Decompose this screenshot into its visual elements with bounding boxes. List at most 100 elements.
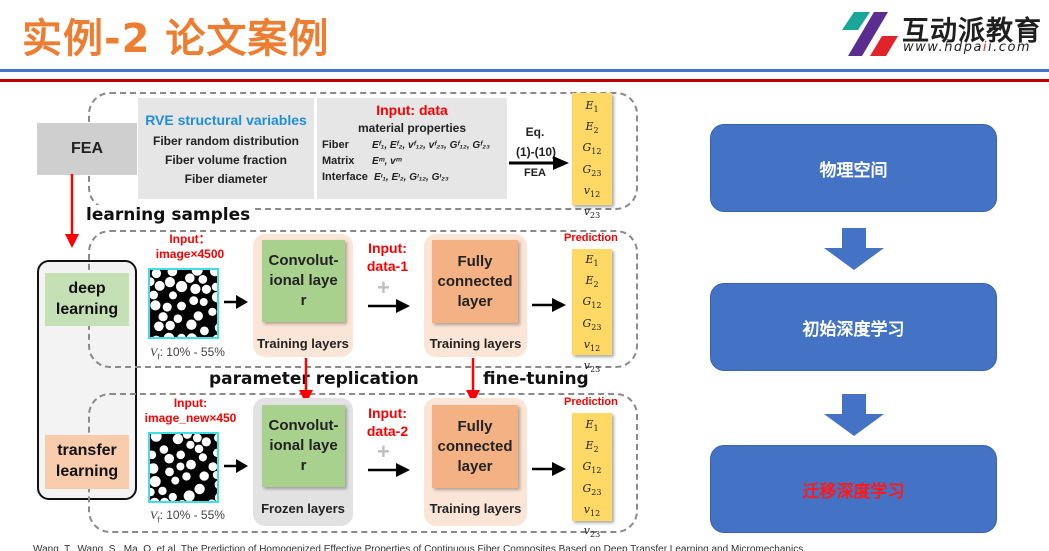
fiber-circle [159, 445, 169, 454]
dl-microstructure-image [148, 268, 219, 339]
fiber-circle [165, 320, 175, 331]
fiber-circle [150, 300, 161, 311]
fiber-pattern-icon [150, 270, 217, 337]
output-g23: G23 [582, 481, 602, 497]
rve-item: Fiber diameter [184, 172, 268, 186]
tl-fc-layer: Fully connected layer [432, 405, 518, 488]
fine-tuning-label: fine-tuning [481, 369, 591, 389]
tl-data-label: Input: data-2 [366, 405, 409, 439]
output-v12: v12 [583, 502, 601, 518]
rve-item: Fiber random distribution [153, 134, 299, 148]
fea-arrow-icon [509, 156, 569, 170]
fiber-circle [214, 480, 217, 489]
fiber-circle [150, 290, 158, 300]
learning-samples-label: learning samples [84, 205, 253, 225]
fiber-circle [160, 497, 169, 501]
tl-arrow-icon [224, 459, 248, 473]
fiber-circle [208, 462, 217, 471]
rve-title: RVE structural variables [145, 112, 307, 128]
fiber-circle [163, 332, 175, 337]
fiber-circle [194, 483, 205, 495]
fiber-circle [210, 270, 217, 277]
fiber-circle [214, 434, 217, 442]
fiber-circle [193, 311, 203, 321]
output-g12: G12 [582, 460, 602, 476]
fiber-circle [179, 499, 186, 501]
dl-prediction-label: Prediction [564, 232, 618, 244]
parameter-replication-label: parameter replication [207, 369, 421, 389]
fiber-circle [150, 497, 160, 501]
output-v12: v12 [583, 337, 601, 353]
fiber-circle [211, 291, 217, 303]
eq-label: Eq. [525, 125, 545, 139]
fiber-circle [150, 463, 159, 474]
fiber-circle [150, 277, 155, 286]
fiber-circle [177, 301, 186, 311]
fiber-circle [154, 321, 164, 332]
fiber-circle [199, 471, 209, 481]
dl-data-label: Input: data-1 [366, 240, 409, 274]
logo-icon [842, 12, 898, 56]
dl-data-arrow-icon [368, 299, 410, 313]
output-g12: G12 [582, 141, 602, 157]
output-e1: E1 [585, 253, 599, 269]
plus-icon: + [377, 439, 390, 464]
fiber-circle [164, 277, 175, 288]
rve-item: Fiber volume fraction [164, 153, 288, 167]
dl-conv-caption: Training layers [257, 336, 349, 351]
tl-conv-caption: Frozen layers [261, 501, 345, 516]
fiber-circle [172, 434, 184, 445]
tl-microstructure-image [148, 432, 219, 503]
fiber-circle [190, 283, 201, 295]
fiber-circle [208, 499, 216, 501]
fiber-circle [194, 444, 204, 454]
header-rule-red [0, 79, 1049, 82]
fiber-circle [150, 476, 161, 487]
flow-down-arrow-icon [824, 228, 884, 270]
eq-fea-label: FEA [524, 167, 546, 179]
fiber-circle [171, 476, 180, 485]
fiber-circle [165, 467, 174, 477]
header-rule-blue [0, 69, 1049, 72]
fiber-pattern-icon [150, 434, 217, 501]
dl-fc-layer: Fully connected layer [432, 240, 518, 323]
tl-prediction-column: E1 E2 G12 G23 v12 v23 [572, 413, 612, 539]
fiber-circle [208, 307, 217, 316]
tl-data-arrow-icon [368, 463, 410, 477]
fea-output-column: E1 E2 G12 G23 v12 v23 [572, 93, 612, 220]
output-v23: v23 [583, 523, 601, 540]
fiber-circle [150, 434, 162, 442]
fiber-circle [173, 314, 183, 323]
deep-learning-label: deep learning [45, 273, 129, 326]
fiber-circle [152, 335, 160, 337]
transfer-learning-label: transfer learning [45, 435, 129, 489]
fiber-circle [186, 440, 195, 449]
dl-output-arrow-icon [532, 298, 566, 312]
fiber-circle [201, 284, 211, 294]
fiber-circle [162, 302, 172, 312]
output-v23: v23 [583, 204, 601, 221]
output-e1: E1 [585, 99, 599, 115]
rve-box: RVE structural variables Fiber random di… [138, 98, 314, 199]
flow-down-arrow-icon [824, 394, 884, 436]
output-e2: E2 [585, 439, 599, 455]
fiber-circle [211, 282, 217, 291]
fiber-circle [191, 270, 203, 276]
footer-reference: Wang, T., Wang, S., Ma, Q. et al. The Pr… [33, 544, 806, 551]
tl-fc-caption: Training layers [429, 501, 522, 516]
tl-output-arrow-icon [532, 462, 566, 476]
output-g23: G23 [582, 162, 602, 178]
fiber-circle [214, 493, 217, 501]
fiber-circle [176, 450, 185, 460]
fiber-circle [199, 298, 208, 306]
fiber-circle [176, 280, 188, 293]
fiber-circle [150, 450, 157, 460]
output-e2: E2 [585, 120, 599, 136]
dl-input-label: Input： image×4500 [155, 232, 225, 261]
parameter-replication-arrow-icon [299, 358, 313, 404]
fiber-circle [150, 487, 155, 497]
flow-step-physical-space: 物理空间 [710, 124, 997, 212]
